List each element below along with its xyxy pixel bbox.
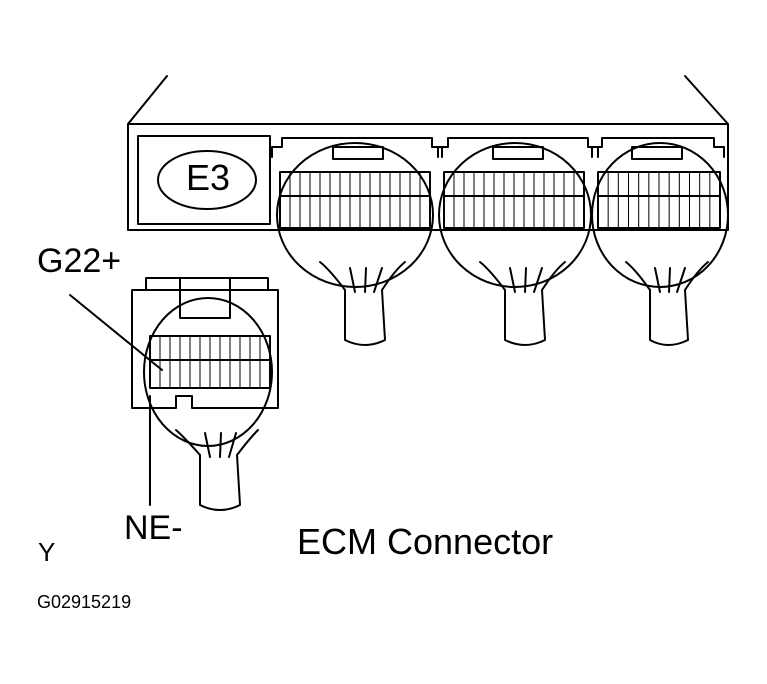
g22-plus-leader: [69, 294, 163, 371]
g22-plus-terminal-label: G22+: [37, 242, 122, 280]
ne-minus-terminal-label: NE-: [124, 509, 183, 547]
ecm-connector-title: ECM Connector: [297, 521, 554, 562]
ecm-connector-socket-1: [271, 137, 443, 346]
ecm-housing: [127, 75, 729, 231]
ecm-connector-socket-2: [437, 137, 599, 346]
figure-code-label: G02915219: [37, 592, 132, 612]
e3-badge: [137, 135, 271, 225]
harness-connector: [131, 277, 279, 511]
e3-connector-code: E3: [185, 157, 231, 198]
view-code-label: Y: [38, 537, 56, 567]
ecm-connector-socket-3: [591, 137, 729, 346]
